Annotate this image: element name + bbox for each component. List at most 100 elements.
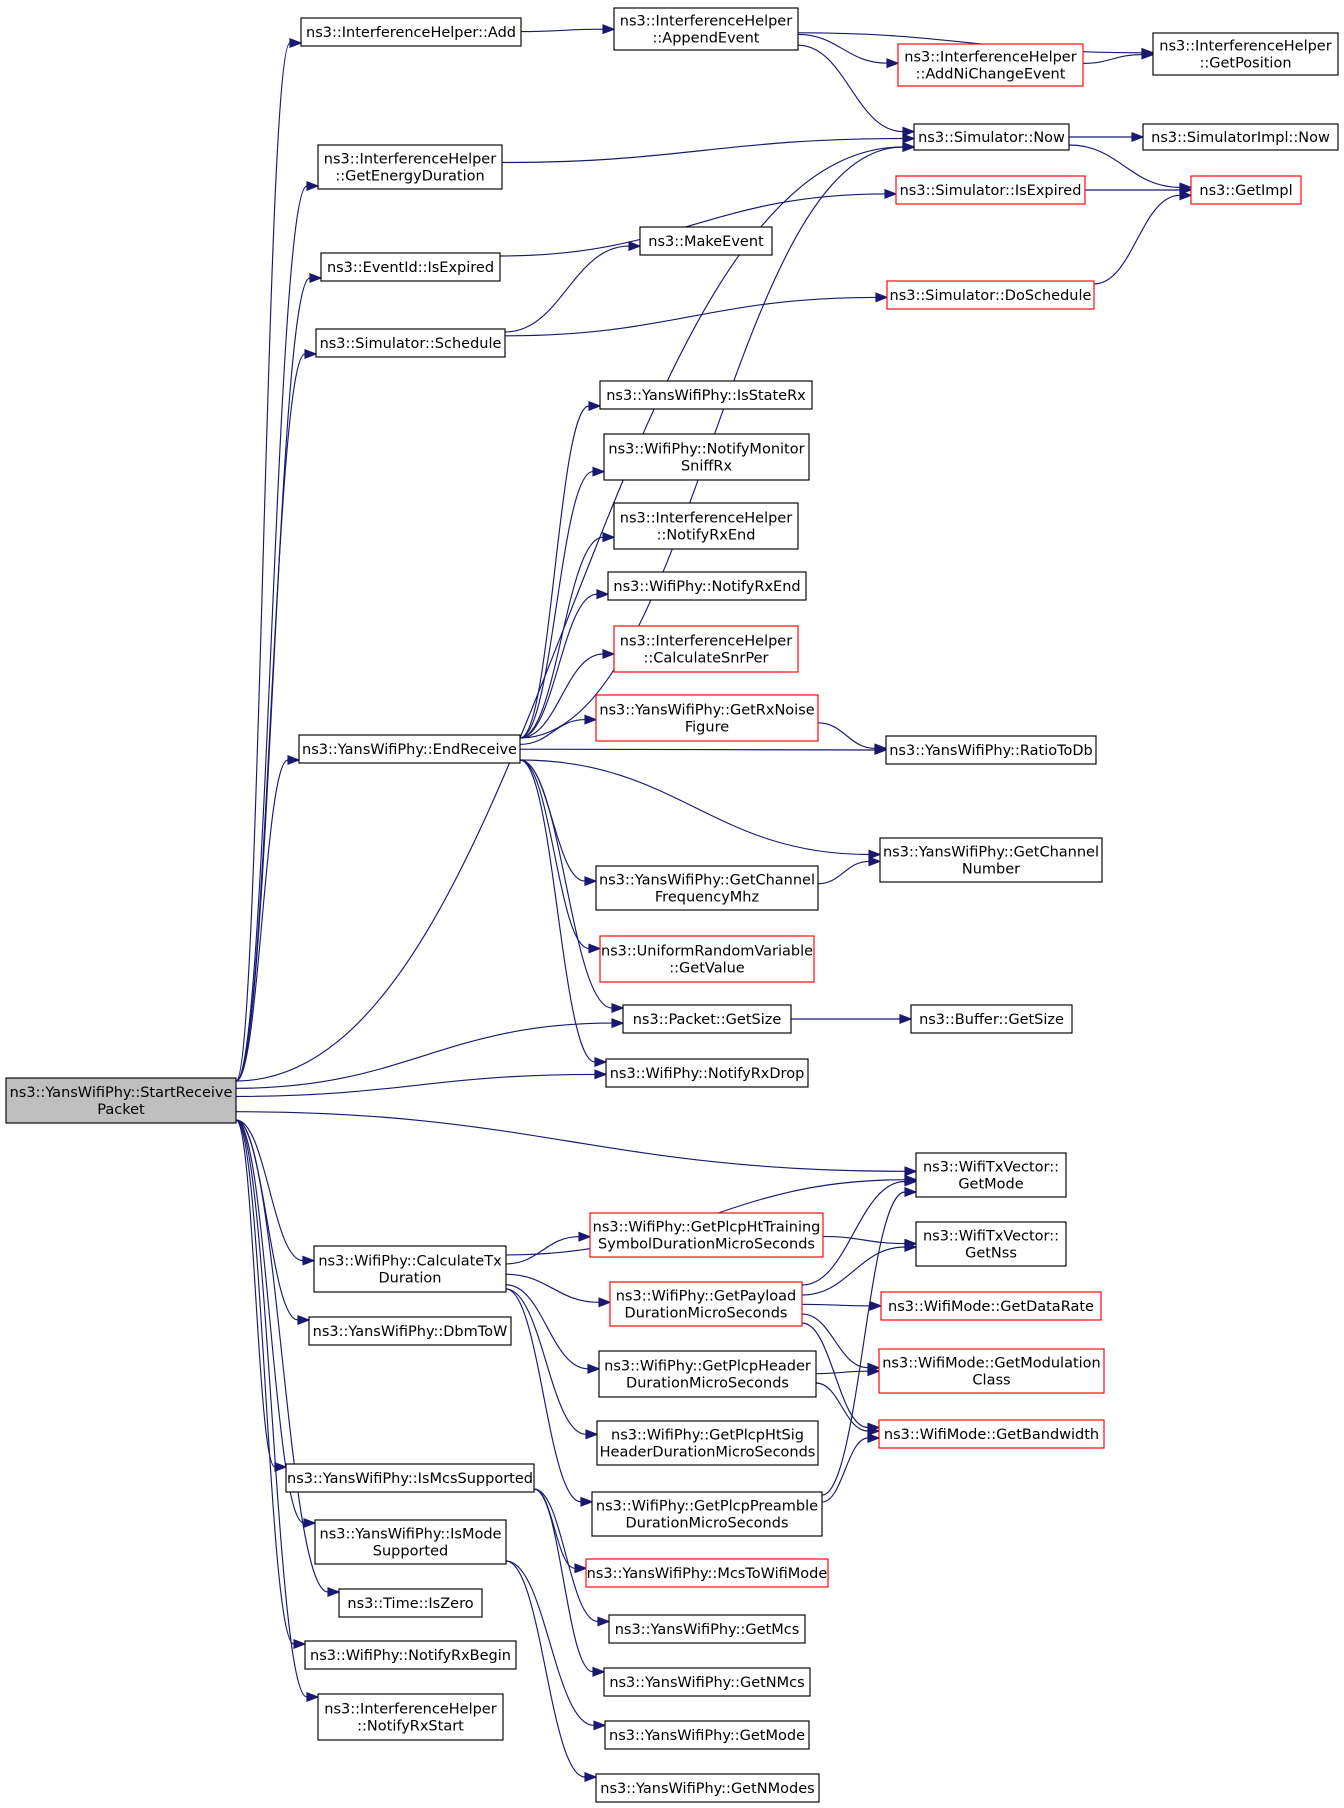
node-label-line: ns3::WifiPhy::GetPayload — [616, 1289, 797, 1305]
node-urv[interactable]: ns3::UniformRandomVariable::GetValue — [599, 935, 815, 983]
node-sim-isexp[interactable]: ns3::Simulator::IsExpired — [895, 175, 1086, 205]
node-htsym[interactable]: ns3::WifiPhy::GetPlcpHtTrainingSymbolDur… — [589, 1212, 824, 1258]
node-sim-sched[interactable]: ns3::Simulator::Schedule — [315, 328, 506, 358]
node-buf-size[interactable]: ns3::Buffer::GetSize — [910, 1004, 1073, 1034]
arrowhead — [902, 141, 916, 153]
node-simimpl-now[interactable]: ns3::SimulatorImpl::Now — [1142, 123, 1339, 151]
edge-chfreq-to-chnum — [817, 856, 882, 885]
edge-calctx-to-preamble — [505, 1288, 594, 1507]
node-preamble[interactable]: ns3::WifiPhy::GetPlcpPreambleDurationMic… — [591, 1491, 823, 1537]
node-datarate[interactable]: ns3::WifiMode::GetDataRate — [880, 1291, 1102, 1321]
edge-line — [519, 593, 598, 739]
arrowhead — [611, 1002, 625, 1014]
node-endrx[interactable]: ns3::YansWifiPhy::EndReceive — [298, 734, 521, 764]
node-ih-getpos[interactable]: ns3::InterferenceHelper::GetPosition — [1152, 32, 1339, 76]
node-txv-nss[interactable]: ns3::WifiTxVector::GetNss — [915, 1221, 1067, 1267]
node-makeevent[interactable]: ns3::MakeEvent — [639, 226, 773, 256]
node-getmode[interactable]: ns3::YansWifiPhy::GetMode — [604, 1720, 810, 1750]
node-box — [598, 1350, 817, 1398]
node-plcphdr[interactable]: ns3::WifiPhy::GetPlcpHeaderDurationMicro… — [598, 1350, 817, 1398]
node-label-line: ns3::WifiPhy::GetPlcpHtTraining — [593, 1220, 821, 1236]
edge-line — [504, 296, 877, 337]
edge-line — [815, 1382, 869, 1432]
edge-line — [822, 1235, 906, 1245]
edge-ismcs-to-getnmcs — [533, 1488, 606, 1677]
node-box — [1142, 123, 1339, 151]
node-label-line: ns3::WifiPhy::GetPlcpPreamble — [596, 1499, 818, 1515]
node-ismcs[interactable]: ns3::YansWifiPhy::IsMcsSupported — [285, 1463, 535, 1493]
edge-line — [797, 44, 904, 133]
node-txv-mode[interactable]: ns3::WifiTxVector::GetMode — [915, 1152, 1067, 1198]
node-sim-dosched[interactable]: ns3::Simulator::DoSchedule — [886, 280, 1095, 310]
node-ih-rxend[interactable]: ns3::InterferenceHelper::NotifyRxEnd — [613, 502, 799, 550]
node-evt-isexp[interactable]: ns3::EventId::IsExpired — [320, 252, 501, 282]
node-box — [595, 694, 819, 742]
edge-endrx-to-wp_rxend — [519, 589, 610, 739]
node-rxdrop[interactable]: ns3::WifiPhy::NotifyRxDrop — [605, 1058, 809, 1088]
edge-plcphdr-to-modclass — [815, 1366, 881, 1377]
arrowhead — [592, 466, 606, 477]
node-rxbegin[interactable]: ns3::WifiPhy::NotifyRxBegin — [304, 1640, 517, 1670]
node-payload[interactable]: ns3::WifiPhy::GetPayloadDurationMicroSec… — [609, 1281, 803, 1327]
edge-start-to-rxbegin — [235, 1119, 307, 1650]
node-bandwidth[interactable]: ns3::WifiMode::GetBandwidth — [878, 1419, 1105, 1449]
node-sim-now[interactable]: ns3::Simulator::Now — [913, 123, 1070, 151]
node-box — [338, 1588, 483, 1618]
node-ih-rxstart[interactable]: ns3::InterferenceHelper::NotifyRxStart — [317, 1693, 504, 1741]
node-label-line: ns3::InterferenceHelper — [620, 511, 792, 527]
edge-start-to-ih_rxstart — [235, 1119, 320, 1703]
node-isstaterx[interactable]: ns3::YansWifiPhy::IsStateRx — [599, 380, 813, 410]
node-box — [897, 43, 1084, 87]
edge-line — [801, 1180, 906, 1286]
node-htsig[interactable]: ns3::WifiPhy::GetPlcpHtSigHeaderDuration… — [596, 1420, 819, 1466]
node-ih-snr[interactable]: ns3::InterferenceHelper::CalculateSnrPer — [613, 625, 799, 673]
node-label-line: ns3::GetImpl — [1199, 183, 1292, 199]
node-ih-addni[interactable]: ns3::InterferenceHelper::AddNiChangeEven… — [897, 43, 1084, 87]
node-ih-energy[interactable]: ns3::InterferenceHelper::GetEnergyDurati… — [317, 144, 503, 190]
edge-endrx-to-ih_snr — [519, 648, 616, 739]
node-getimpl[interactable]: ns3::GetImpl — [1190, 175, 1302, 205]
edge-payload-to-txv_mode — [801, 1176, 918, 1286]
node-box — [596, 1420, 819, 1466]
edge-line — [235, 1022, 613, 1089]
edge-line — [235, 1119, 295, 1645]
edge-start-to-pkt_size — [235, 1018, 625, 1089]
edge-line — [797, 33, 888, 64]
edge-line — [533, 1488, 594, 1673]
node-iszero[interactable]: ns3::Time::IsZero — [338, 1588, 483, 1618]
node-mcstomode[interactable]: ns3::YansWifiPhy::McsToWifiMode — [585, 1558, 829, 1588]
node-wp-rxend[interactable]: ns3::WifiPhy::NotifyRxEnd — [607, 571, 807, 601]
node-ih-add[interactable]: ns3::InterferenceHelper::Add — [300, 17, 522, 47]
node-label-line: Figure — [685, 720, 729, 736]
edge-line — [817, 722, 876, 749]
edge-line — [801, 1322, 869, 1429]
node-getnmcs[interactable]: ns3::YansWifiPhy::GetNMcs — [603, 1667, 811, 1697]
edge-line — [519, 719, 586, 745]
edge-pkt_size-to-buf_size — [791, 1013, 913, 1025]
node-box — [300, 17, 522, 47]
node-label-line: ::NotifyRxEnd — [657, 528, 756, 544]
node-ih-append[interactable]: ns3::InterferenceHelper::AppendEvent — [613, 7, 799, 51]
node-getnmodes[interactable]: ns3::YansWifiPhy::GetNModes — [595, 1773, 820, 1803]
arrowhead — [297, 1314, 311, 1326]
node-ratiotodb[interactable]: ns3::YansWifiPhy::RatioToDb — [885, 735, 1097, 765]
node-label-line: ::GetPosition — [1199, 56, 1291, 72]
node-dbmtow[interactable]: ns3::YansWifiPhy::DbmToW — [308, 1316, 512, 1346]
arrowhead — [327, 1586, 341, 1598]
edge-preamble-to-txv_mode — [821, 1186, 918, 1496]
edge-start-to-ismcs — [235, 1119, 288, 1473]
edge-line — [235, 1119, 308, 1698]
edge-line — [821, 1191, 906, 1496]
node-pkt-size[interactable]: ns3::Packet::GetSize — [622, 1004, 792, 1034]
node-label-line: ns3::InterferenceHelper — [904, 50, 1076, 66]
node-getmcs[interactable]: ns3::YansWifiPhy::GetMcs — [608, 1614, 806, 1644]
node-box — [313, 1245, 507, 1293]
